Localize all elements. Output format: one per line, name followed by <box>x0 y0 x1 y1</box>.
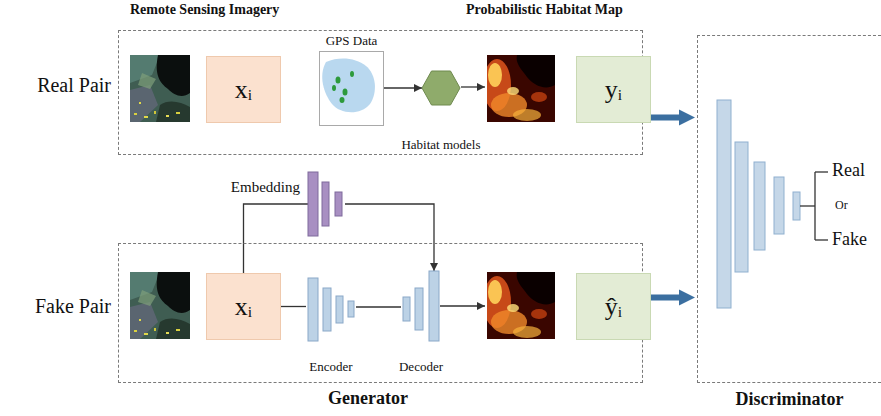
row-label: Real Pair <box>37 73 111 97</box>
section-title: Generator <box>328 388 408 410</box>
illustration-part <box>800 205 815 206</box>
illustration-part <box>815 171 828 172</box>
pair-arrow <box>645 115 695 121</box>
discriminator-network <box>717 100 800 308</box>
variable-label: xᵢ <box>207 291 280 322</box>
model-label: Habitat models <box>401 137 480 153</box>
layer-bar <box>336 296 343 323</box>
embedding-network: Embedding <box>308 172 345 236</box>
layer-bars <box>308 172 345 236</box>
module-label: Encoder <box>309 359 352 375</box>
illustration-part <box>793 192 800 220</box>
output-box: yᵢ <box>576 56 651 123</box>
fake-pair-panel: xᵢEncoderDecoderŷᵢFake Pair <box>118 243 643 383</box>
illustration-part <box>774 177 784 234</box>
illustration-part <box>322 59 375 113</box>
layer-bar <box>415 288 423 330</box>
output-label: Fake <box>832 229 867 251</box>
illustration-part <box>332 85 336 91</box>
layer-bar <box>429 271 439 341</box>
layer-bar <box>348 301 354 317</box>
module-label: Decoder <box>399 359 443 375</box>
variable-label: ŷᵢ <box>577 291 650 322</box>
illustration-part <box>343 89 348 96</box>
input-box: xᵢ <box>206 273 281 340</box>
output-label: Real <box>832 160 865 182</box>
flow-arrow <box>440 305 485 306</box>
flow-line <box>281 306 306 307</box>
illustration-part <box>815 239 828 240</box>
illustration-part <box>717 100 731 308</box>
satellite-image <box>130 55 190 122</box>
hexagon-shape <box>422 71 460 105</box>
gps-map-box: GPS Data <box>319 51 384 126</box>
section-title: Discriminator <box>698 389 881 411</box>
layer-bars <box>306 271 356 343</box>
flow-arrow <box>461 86 485 87</box>
layer-bar <box>335 192 342 216</box>
layer-bars <box>401 271 441 343</box>
habitat-model-hexagon: Habitat models <box>422 71 460 105</box>
habitat-map-image <box>483 55 555 122</box>
hexagon-outline <box>422 71 460 105</box>
pair-arrow <box>645 295 695 301</box>
flow-line <box>356 306 401 307</box>
column-heading: Remote Sensing Imagery <box>130 2 279 19</box>
satellite-image <box>130 272 190 339</box>
discriminator-panel: Discriminator <box>697 35 881 383</box>
output-label: Or <box>835 198 848 212</box>
layer-bar <box>323 288 331 331</box>
illustration-part <box>350 71 354 77</box>
habitat-map-image <box>483 272 555 339</box>
variable-label: xᵢ <box>207 74 280 105</box>
layer-bar <box>403 297 410 321</box>
layer-bar <box>322 182 329 226</box>
real-pair-panel: xᵢGPS DataHabitat modelsyᵢReal Pair <box>118 30 643 155</box>
illustration-part <box>340 97 345 103</box>
gps-map <box>318 50 383 125</box>
illustration-part <box>336 77 341 84</box>
illustration-part <box>814 172 815 240</box>
column-heading: Probabilistic Habitat Map <box>466 2 623 19</box>
flow-arrow <box>345 204 434 271</box>
input-box: xᵢ <box>206 56 281 123</box>
output-box: ŷᵢ <box>576 273 651 340</box>
variable-label: yᵢ <box>577 74 650 105</box>
illustration-part <box>318 50 383 125</box>
layer-bar <box>308 278 318 341</box>
flow-arrow <box>384 87 422 88</box>
decoder-network: Decoder <box>401 271 441 343</box>
illustration-part <box>754 162 765 250</box>
output-branch <box>800 172 828 240</box>
flow-line <box>244 204 309 273</box>
module-label: Embedding <box>231 178 300 196</box>
layer-bar <box>308 172 318 236</box>
illustration-part <box>735 142 748 272</box>
row-label: Fake Pair <box>35 294 111 318</box>
map-title: GPS Data <box>320 33 383 49</box>
encoder-network: Encoder <box>306 271 356 343</box>
